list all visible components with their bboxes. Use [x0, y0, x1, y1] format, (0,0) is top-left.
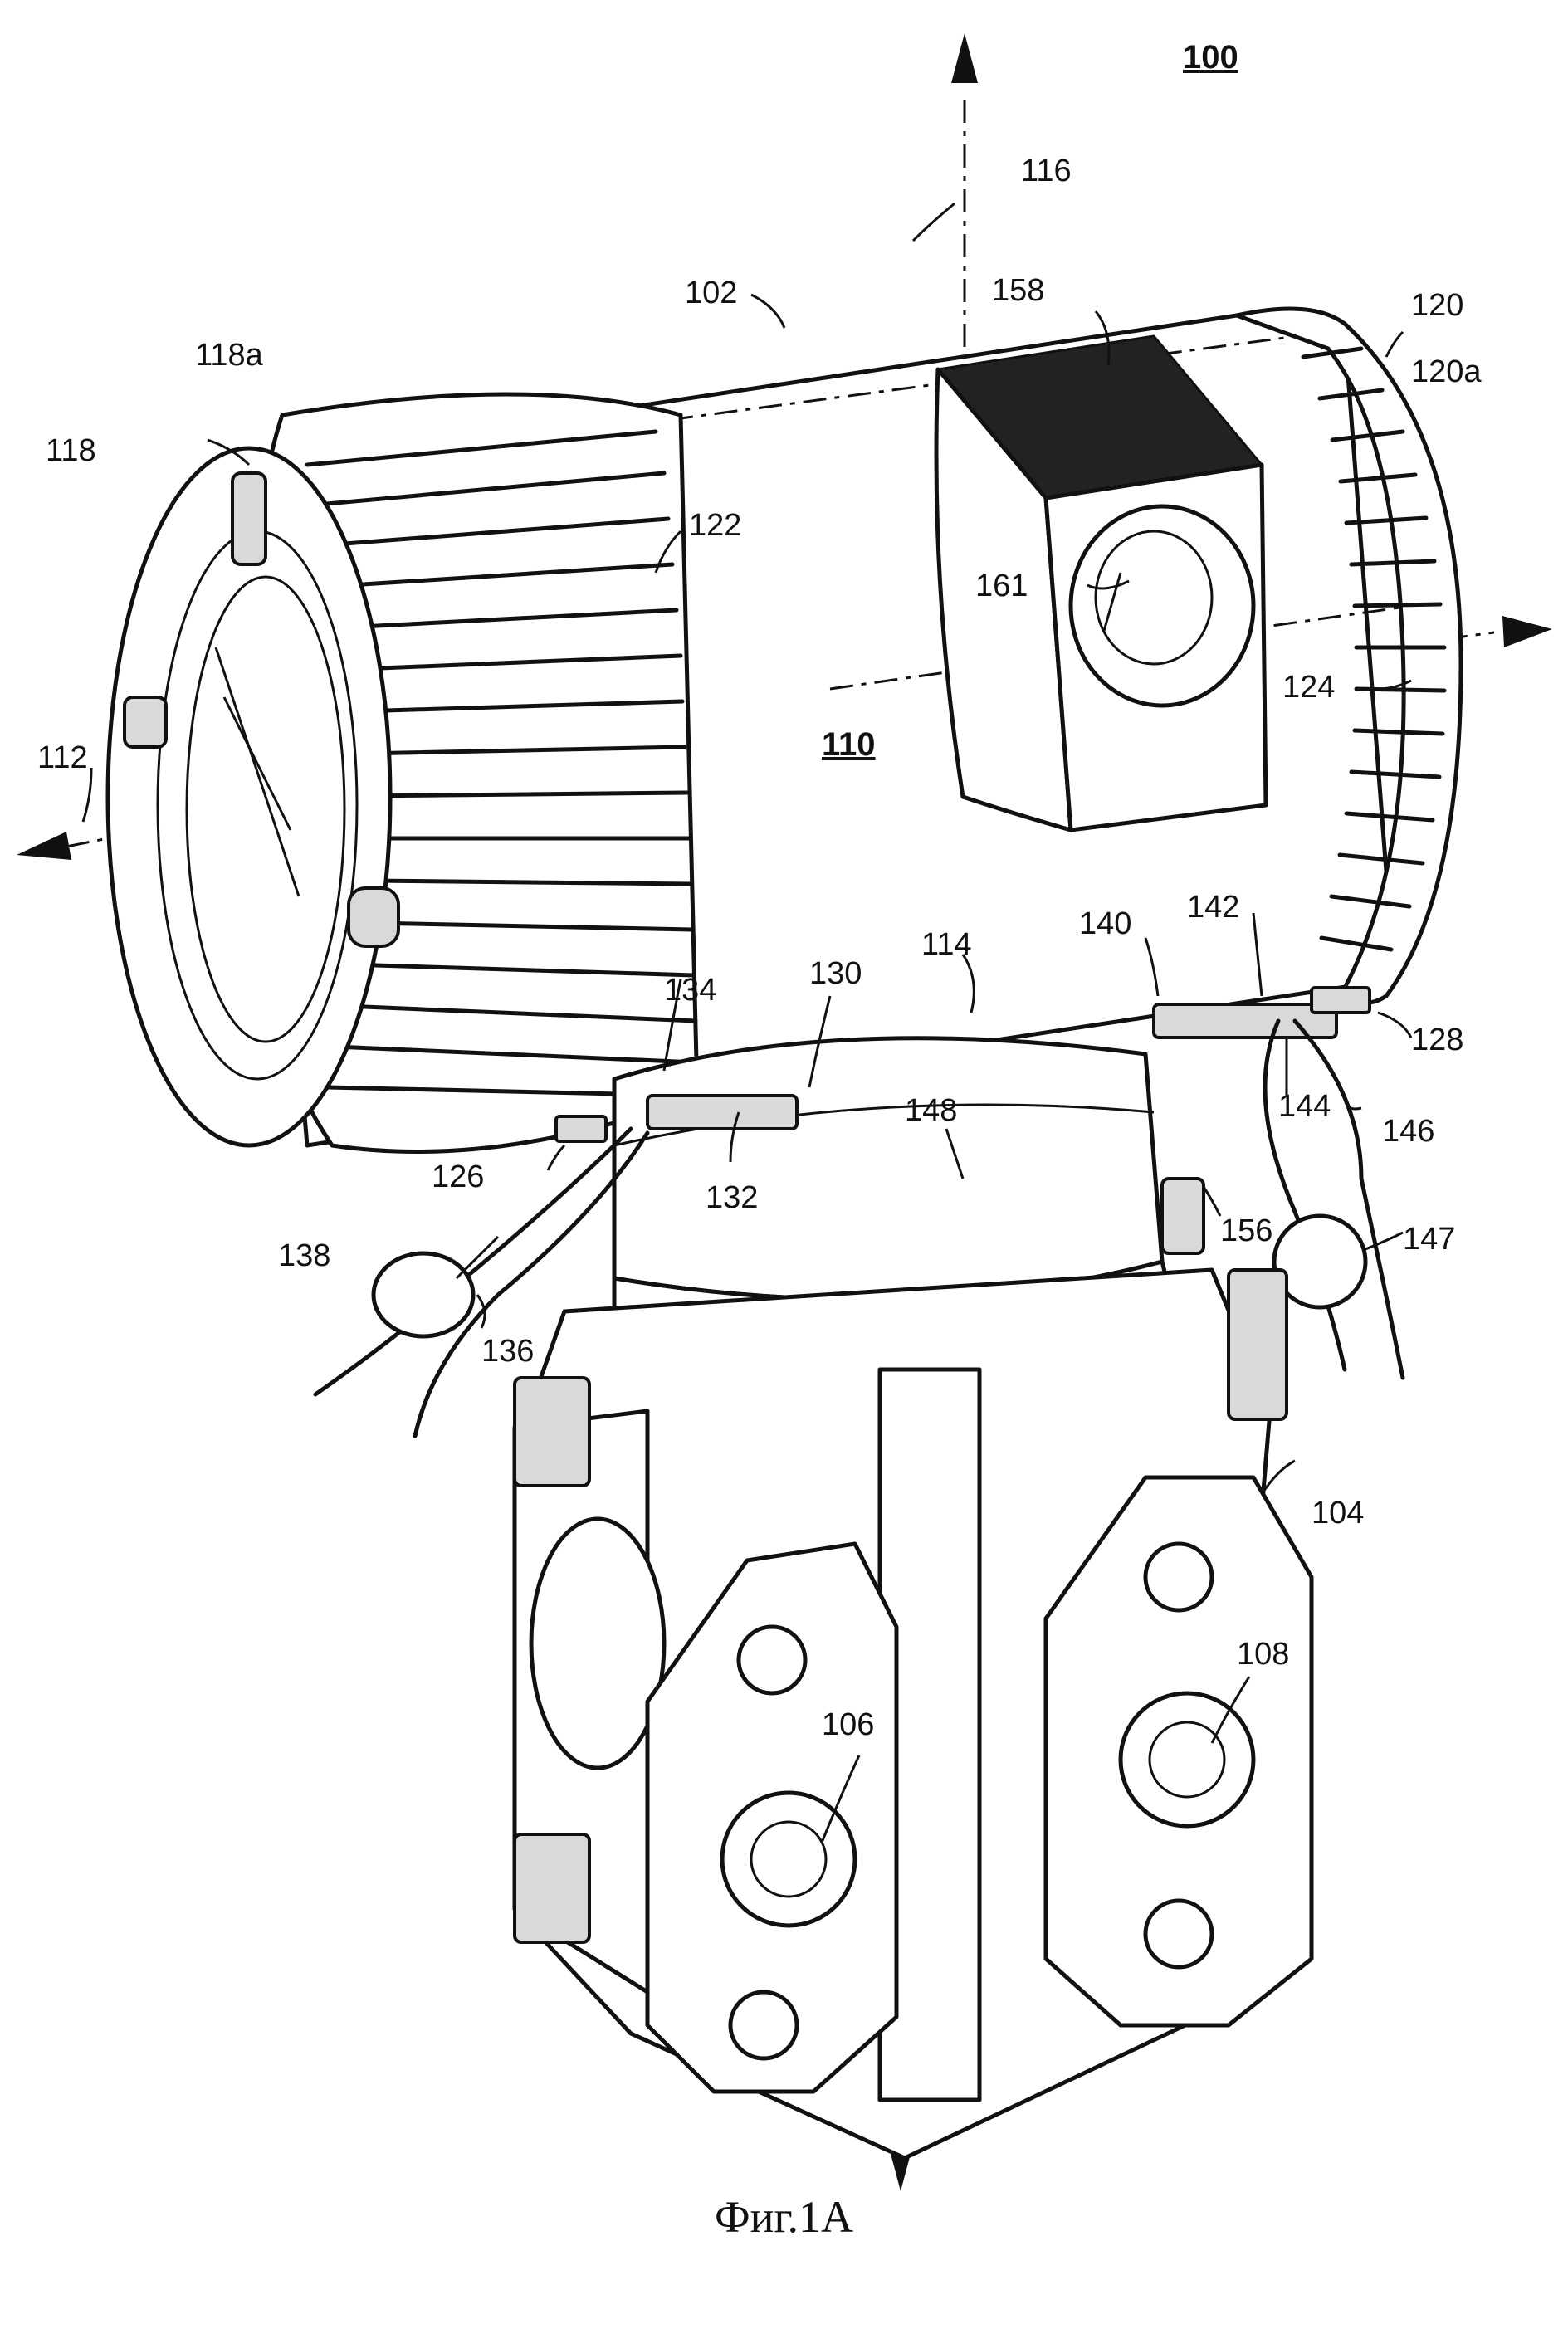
- ref-138: 138: [278, 1238, 330, 1273]
- ref-106: 106: [822, 1707, 874, 1742]
- ref-146: 146: [1382, 1114, 1434, 1149]
- flange-right: [1046, 1477, 1312, 2025]
- ref-118: 118: [46, 433, 96, 468]
- ref-128: 128: [1411, 1023, 1463, 1057]
- ref-136: 136: [481, 1334, 534, 1369]
- ref-114: 114: [921, 927, 972, 962]
- ref-102: 102: [685, 276, 737, 310]
- ref-142: 142: [1187, 890, 1239, 925]
- ref-161: 161: [975, 569, 1028, 603]
- figure-caption: Фиг.1А: [0, 2191, 1568, 2243]
- ref-124: 124: [1282, 670, 1335, 705]
- ref-108: 108: [1237, 1637, 1289, 1672]
- ref-126: 126: [432, 1160, 484, 1194]
- ref-147: 147: [1403, 1222, 1455, 1257]
- ref-112: 112: [37, 740, 88, 775]
- ref-144: 144: [1278, 1089, 1331, 1124]
- ref-134: 134: [664, 973, 716, 1008]
- ref-100: 100: [1183, 39, 1238, 76]
- ref-120a: 120a: [1411, 354, 1482, 389]
- ref-132: 132: [706, 1180, 758, 1215]
- ref-110: 110: [822, 726, 876, 763]
- ref-118a: 118a: [195, 338, 264, 373]
- ref-158: 158: [992, 273, 1044, 308]
- ref-116: 116: [1021, 154, 1072, 188]
- ref-156: 156: [1220, 1213, 1272, 1248]
- ref-104: 104: [1312, 1496, 1364, 1531]
- ref-122: 122: [689, 508, 741, 543]
- ref-130: 130: [809, 956, 862, 991]
- ref-120: 120: [1411, 288, 1463, 323]
- ref-148: 148: [905, 1093, 957, 1128]
- ref-140: 140: [1079, 906, 1131, 941]
